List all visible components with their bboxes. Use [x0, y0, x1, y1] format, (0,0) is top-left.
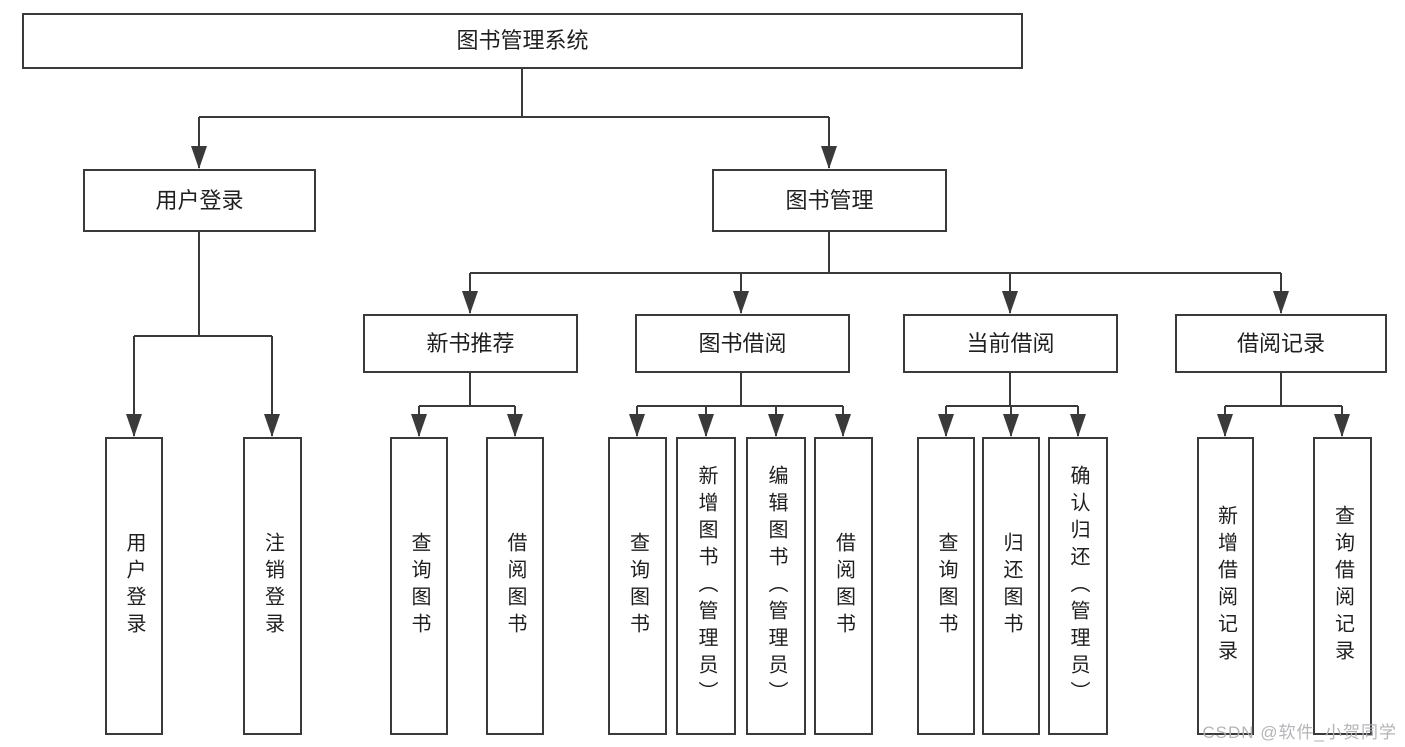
leaf-add-book-admin-label: 新增图书（管理员） — [695, 464, 717, 708]
leaf-borrow-books-recommend-label: 借阅图书 — [504, 532, 526, 640]
leaf-user-login: 用户登录 — [105, 437, 163, 735]
node-book-borrowing: 图书借阅 — [635, 314, 850, 373]
node-borrowing-records-label: 借阅记录 — [1236, 330, 1325, 356]
node-book-borrowing-label: 图书借阅 — [698, 330, 787, 356]
node-library-management-system-label: 图书管理系统 — [456, 28, 589, 53]
leaf-confirm-return-admin-label: 确认归还（管理员） — [1067, 464, 1089, 708]
node-book-management: 图书管理 — [712, 169, 947, 232]
node-new-book-recommend: 新书推荐 — [363, 314, 578, 373]
node-book-management-label: 图书管理 — [785, 187, 874, 213]
node-library-management-system: 图书管理系统 — [22, 13, 1023, 69]
leaf-add-borrow-record: 新增借阅记录 — [1197, 437, 1254, 735]
leaf-return-book-label: 归还图书 — [1000, 532, 1022, 640]
leaf-add-borrow-record-label: 新增借阅记录 — [1214, 505, 1237, 667]
leaf-user-login-label: 用户登录 — [123, 532, 145, 640]
leaf-edit-book-admin-label: 编辑图书（管理员） — [765, 464, 787, 708]
leaf-query-books-recommend-label: 查询图书 — [408, 532, 430, 640]
leaf-query-borrow-record-label: 查询借阅记录 — [1331, 505, 1354, 667]
leaf-query-borrow-record: 查询借阅记录 — [1313, 437, 1372, 735]
node-user-login-label: 用户登录 — [155, 187, 244, 213]
leaf-borrow-books-label: 借阅图书 — [832, 532, 855, 640]
leaf-edit-book-admin: 编辑图书（管理员） — [746, 437, 806, 735]
node-current-borrowing-label: 当前借阅 — [966, 330, 1055, 356]
leaf-confirm-return-admin: 确认归还（管理员） — [1048, 437, 1108, 735]
leaf-logout: 注销登录 — [243, 437, 302, 735]
tree-edges — [133, 69, 1343, 436]
leaf-borrow-books: 借阅图书 — [814, 437, 873, 735]
csdn-watermark: CSDN @软件_小贺同学 — [1202, 723, 1397, 742]
leaf-query-books-current-label: 查询图书 — [935, 532, 957, 640]
leaf-query-books-borrowing: 查询图书 — [608, 437, 667, 735]
leaf-query-books-recommend: 查询图书 — [390, 437, 448, 735]
leaf-query-books-current: 查询图书 — [917, 437, 975, 735]
node-new-book-recommend-label: 新书推荐 — [426, 330, 515, 356]
node-borrowing-records: 借阅记录 — [1175, 314, 1387, 373]
leaf-add-book-admin: 新增图书（管理员） — [676, 437, 736, 735]
leaf-return-book: 归还图书 — [982, 437, 1040, 735]
leaf-query-books-borrowing-label: 查询图书 — [626, 532, 649, 640]
leaf-borrow-books-recommend: 借阅图书 — [486, 437, 544, 735]
node-user-login: 用户登录 — [83, 169, 316, 232]
node-current-borrowing: 当前借阅 — [903, 314, 1118, 373]
leaf-logout-label: 注销登录 — [261, 532, 284, 640]
